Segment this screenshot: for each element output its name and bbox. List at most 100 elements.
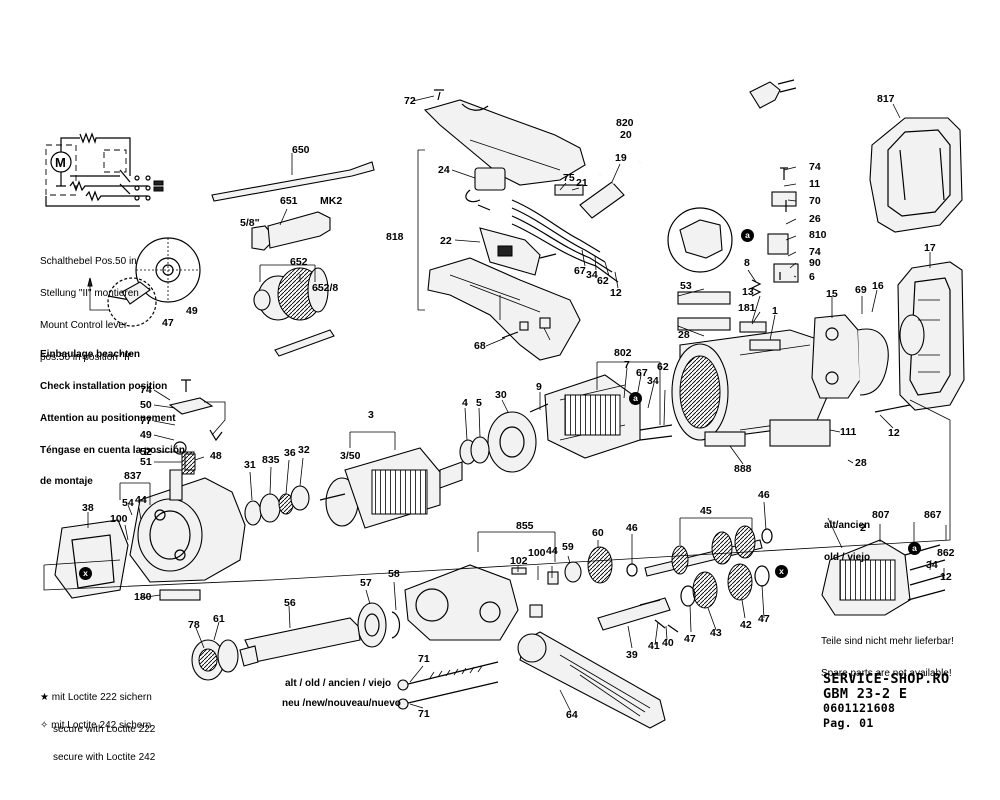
callout-47-b: 47 [684, 633, 696, 645]
callout-47-c: 47 [758, 613, 770, 625]
callout-19: 19 [615, 152, 627, 164]
callout-32: 32 [298, 444, 310, 456]
callout-72: 72 [404, 95, 416, 107]
callout-69: 69 [855, 284, 867, 296]
part-39-spindle [597, 597, 671, 631]
callout-74-c: 74 [140, 384, 152, 396]
note-spare-parts-unavailable: Teile sind nicht mehr lieferbar! Spare p… [821, 636, 954, 679]
part-1-motor-housing [671, 329, 831, 441]
callout-52: 52 [140, 446, 152, 458]
callout-34-b: 34 [647, 375, 659, 387]
thread-size-label: 5/8" [240, 217, 260, 229]
callout-6: 6 [809, 271, 815, 283]
callout-67: 67 [574, 265, 586, 277]
marker-x: x [775, 565, 788, 578]
callout-41: 41 [648, 640, 660, 652]
part-64-aux-handle [517, 631, 666, 729]
star-outline-icon: ✧ [40, 720, 49, 732]
callout-48: 48 [210, 450, 222, 462]
callout-45: 45 [700, 505, 712, 517]
callout-38: 38 [82, 502, 94, 514]
callout-46: 46 [626, 522, 638, 534]
callout-75: 75 [563, 172, 575, 184]
callout-2: 2 [860, 522, 866, 534]
callout-62: 62 [597, 275, 609, 287]
part-17 [897, 261, 965, 411]
callout-8: 8 [744, 257, 750, 269]
part-802-stator [544, 374, 673, 459]
callout-652: 652 [290, 256, 308, 268]
gears-43-42 [680, 563, 770, 609]
callout-1: 1 [772, 305, 778, 317]
callout-22: 22 [440, 235, 452, 247]
callout-42: 42 [740, 619, 752, 631]
callout-56: 56 [284, 597, 296, 609]
callout-11: 11 [809, 178, 821, 190]
callout-13: 13 [742, 286, 754, 298]
callout-64: 64 [566, 709, 578, 721]
callout-28-b: 28 [855, 457, 867, 469]
callout-867: 867 [924, 509, 942, 521]
callout-70: 70 [809, 195, 821, 207]
callout-74: 74 [809, 161, 821, 173]
callout-862: 862 [937, 547, 955, 559]
callout-650: 650 [292, 144, 310, 156]
callout-802: 802 [614, 347, 632, 359]
callout-652-8: 652/8 [312, 282, 339, 294]
brand-block: SERVICE-SHOP.RO GBM 23-2 E 0601121608 Pa… [823, 672, 949, 730]
callout-3-50: 3/50 [340, 450, 361, 462]
callout-34-c: 34 [926, 559, 938, 571]
callout-180: 180 [134, 591, 152, 603]
label-plates-top [677, 291, 831, 447]
callout-20: 20 [620, 129, 632, 141]
brand-part-number: 0601121608 [823, 701, 896, 715]
part-651 [251, 211, 331, 251]
callout-51: 51 [140, 456, 152, 468]
callout-9: 9 [536, 381, 542, 393]
callout-28: 28 [678, 329, 690, 341]
callout-818: 818 [386, 231, 404, 243]
callout-181: 181 [738, 302, 756, 314]
callout-17: 17 [924, 242, 936, 254]
callout-7: 7 [624, 359, 630, 371]
brand-site: SERVICE-SHOP.RO [823, 671, 950, 687]
callout-12-b: 12 [888, 427, 900, 439]
callout-57: 57 [360, 577, 372, 589]
callout-820: 820 [616, 117, 634, 129]
callout-26: 26 [809, 213, 821, 225]
callout-59: 59 [562, 541, 574, 553]
part-60-gear [587, 546, 638, 584]
callout-68: 68 [474, 340, 486, 352]
marker-a: a [741, 229, 754, 242]
part-650 [211, 161, 375, 202]
brand-page: Pag. 01 [823, 715, 874, 730]
callout-24: 24 [438, 164, 450, 176]
part-45-shaft [644, 525, 773, 577]
callout-835: 835 [262, 454, 280, 466]
callout-807: 807 [872, 509, 890, 521]
callout-61: 61 [213, 613, 225, 625]
callout-817: 817 [877, 93, 895, 105]
bearings-30-4-5 [459, 403, 549, 473]
callout-46-b: 46 [758, 489, 770, 501]
upper-housing [417, 89, 586, 361]
leader-lines [87, 95, 947, 713]
callout-16: 16 [872, 280, 884, 292]
part-56-main-spindle [239, 617, 361, 667]
callout-4: 4 [462, 397, 468, 409]
callout-47: 47 [162, 317, 174, 329]
marker-x: x [79, 567, 92, 580]
callout-49: 49 [186, 305, 198, 317]
star-filled-icon: ★ [40, 692, 49, 704]
callout-30: 30 [495, 389, 507, 401]
callout-78: 78 [188, 619, 200, 631]
callout-5: 5 [476, 397, 482, 409]
callout-40: 40 [662, 637, 674, 649]
part-855-lower-housing [404, 561, 582, 641]
brush-holder [667, 167, 799, 297]
callout-34: 34 [586, 269, 598, 281]
callout-44: 44 [135, 494, 147, 506]
callout-74-b: 74 [809, 246, 821, 258]
marker-a: a [908, 542, 921, 555]
